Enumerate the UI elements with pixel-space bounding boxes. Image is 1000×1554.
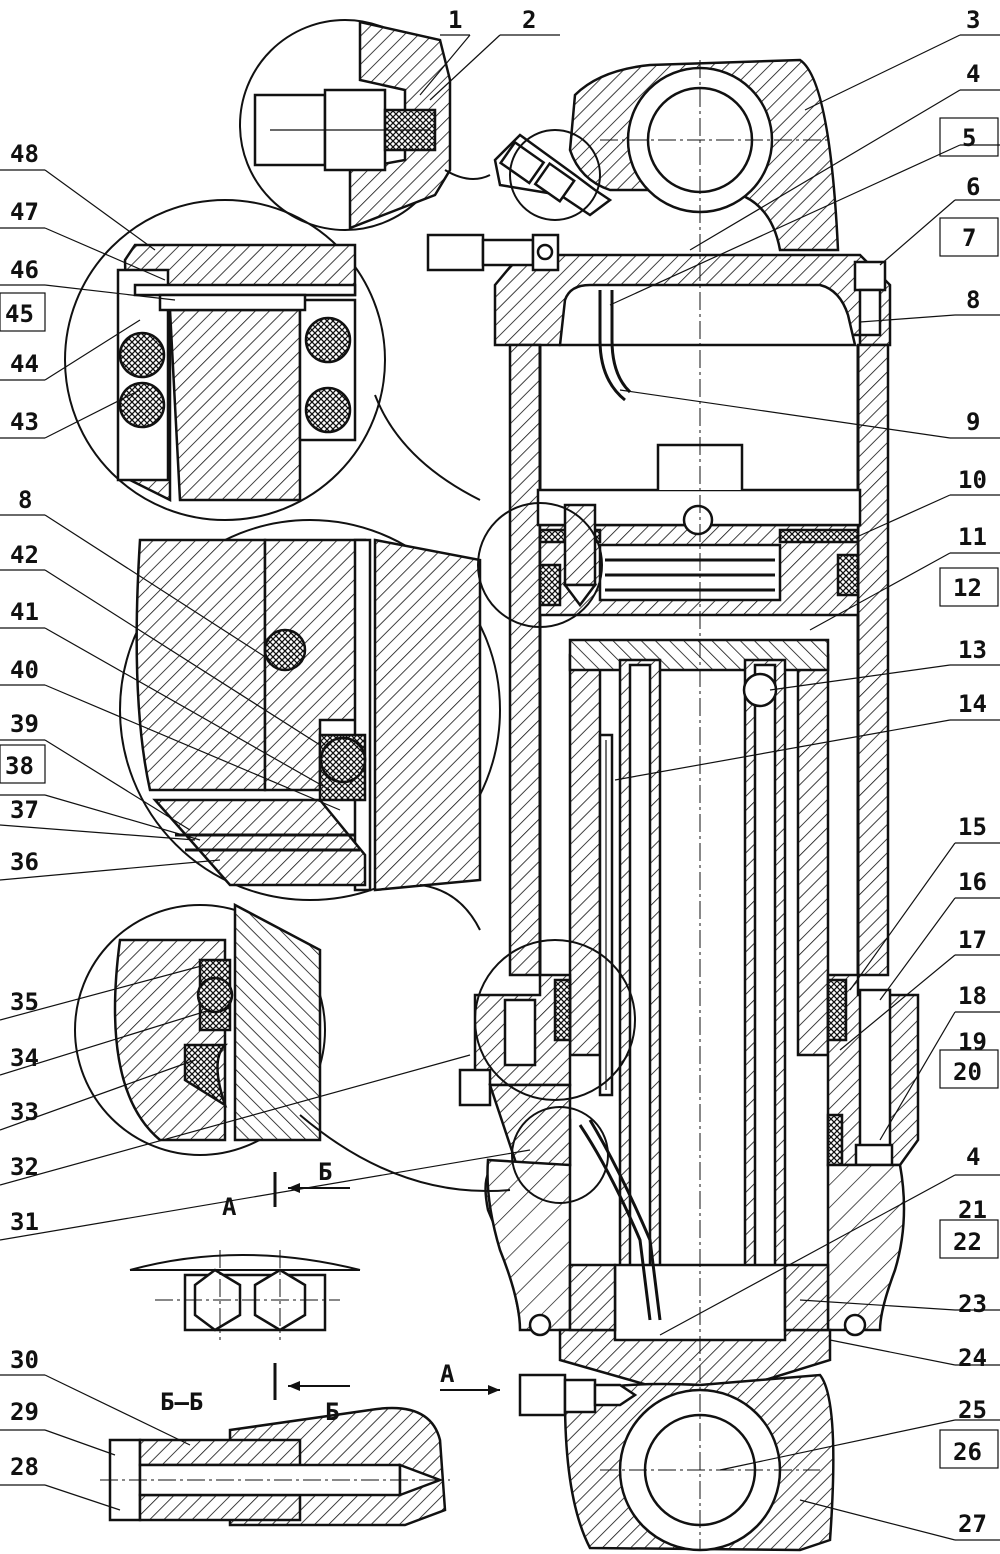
callout-26: 26 (953, 1438, 982, 1466)
callout-43: 43 (10, 408, 39, 436)
leader-lines (0, 34, 1000, 1541)
cylinder-wall-right (856, 343, 890, 977)
label-boxes (0, 117, 999, 1469)
piston-seal-right (836, 553, 860, 597)
callout-24: 24 (958, 1344, 987, 1372)
callout-41: 41 (10, 598, 39, 626)
callout-1: 1 (448, 6, 462, 34)
piston-seal-left (538, 563, 562, 607)
callout-17: 17 (958, 926, 987, 954)
callout-3: 3 (966, 6, 980, 34)
callout-44: 44 (10, 350, 39, 378)
callout-31: 31 (10, 1208, 39, 1236)
callout-20: 20 (953, 1058, 982, 1086)
callout-47: 47 (10, 198, 39, 226)
detail-rod-seal (74, 902, 326, 1156)
callout-46: 46 (10, 256, 39, 284)
section-bb-label: Б–Б (160, 1388, 203, 1416)
callout-30: 30 (10, 1346, 39, 1374)
callout-labels: 1 2 3 4 5 6 7 8 9 10 11 12 13 14 15 16 1… (5, 6, 987, 1538)
callout-48: 48 (10, 140, 39, 168)
view-a (129, 1172, 500, 1400)
fitting-top-angled (493, 133, 613, 217)
callout-25: 25 (958, 1396, 987, 1424)
callout-21: 21 (958, 1196, 987, 1224)
callout-33: 33 (10, 1098, 39, 1126)
callout-9: 9 (966, 408, 980, 436)
callout-8b: 8 (18, 486, 32, 514)
callout-37: 37 (10, 796, 39, 824)
rod-tube-left (568, 653, 602, 1057)
callout-42: 42 (10, 541, 39, 569)
view-a-label: А (222, 1193, 237, 1221)
callout-40: 40 (10, 656, 39, 684)
check-ball (742, 672, 778, 708)
piston-spring-stack (598, 543, 782, 602)
callout-7: 7 (962, 224, 976, 252)
callout-4: 4 (966, 60, 980, 88)
callout-27: 27 (958, 1510, 987, 1538)
callout-2: 2 (522, 6, 536, 34)
callout-39: 39 (10, 710, 39, 738)
callout-12: 12 (953, 574, 982, 602)
bolt-6-head (853, 260, 887, 292)
detail-piston-seal (119, 519, 501, 901)
callout-18: 18 (958, 982, 987, 1010)
rod-tube-right (796, 653, 830, 1057)
callout-22: 22 (953, 1228, 982, 1256)
callout-14: 14 (958, 690, 987, 718)
callout-36: 36 (10, 848, 39, 876)
callout-13: 13 (958, 636, 987, 664)
callout-34: 34 (10, 1044, 39, 1072)
callout-8: 8 (966, 286, 980, 314)
section-arrow-b-top: Б (318, 1158, 332, 1186)
callout-23: 23 (958, 1290, 987, 1318)
callout-16: 16 (958, 868, 987, 896)
detail-top-valve (239, 19, 452, 231)
top-head-cavity (558, 283, 857, 347)
callout-11: 11 (958, 523, 987, 551)
fitting-top-left (426, 233, 560, 272)
callout-35: 35 (10, 988, 39, 1016)
main-cylinder (426, 58, 920, 1552)
callout-32: 32 (10, 1153, 39, 1181)
cylinder-wall-left (508, 343, 542, 977)
callout-19: 19 (958, 1028, 987, 1056)
callout-5: 5 (962, 124, 976, 152)
callout-15: 15 (958, 813, 987, 841)
callout-38: 38 (5, 752, 34, 780)
detail-upper-seal (64, 199, 386, 521)
view-arrow-a-label: А (440, 1360, 455, 1388)
callout-10: 10 (958, 466, 987, 494)
detail-circles-main (299, 129, 636, 1204)
section-arrow-b-bottom: Б (325, 1398, 339, 1426)
section-bb (100, 1406, 450, 1527)
callout-28: 28 (10, 1453, 39, 1481)
lower-body-right (826, 1163, 906, 1332)
callout-6: 6 (966, 173, 980, 201)
callout-29: 29 (10, 1398, 39, 1426)
callout-45: 45 (5, 300, 34, 328)
callout-4b: 4 (966, 1143, 980, 1171)
fitting-bottom (518, 1373, 638, 1417)
